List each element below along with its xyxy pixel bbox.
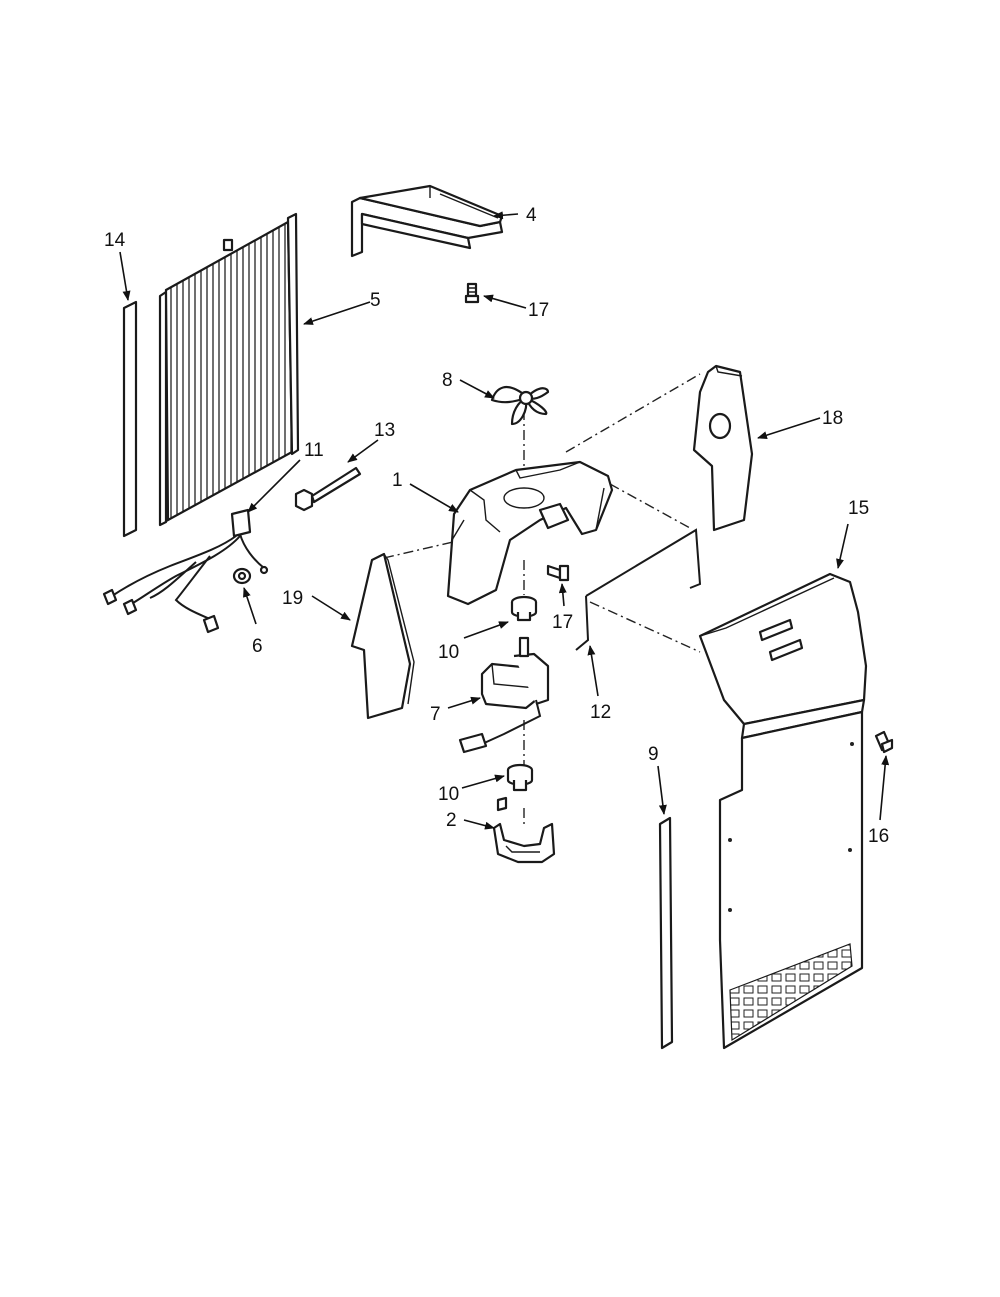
part-8-fan-blade: [490, 385, 550, 426]
part-4-top-cover: [350, 184, 504, 258]
part-13-thermistor: [294, 466, 362, 512]
label-part-9: 9: [648, 744, 659, 765]
label-part-17-top: 17: [528, 300, 549, 321]
part-11-wire-harness: [102, 508, 269, 634]
label-part-10-lower: 10: [438, 784, 459, 805]
label-part-18: 18: [822, 408, 843, 429]
label-part-8: 8: [442, 370, 453, 391]
part-7-fan-motor: [458, 636, 550, 754]
part-18-right-baffle: [692, 364, 754, 532]
label-part-5: 5: [370, 290, 381, 311]
label-part-19: 19: [282, 588, 303, 609]
label-part-16: 16: [868, 826, 889, 847]
label-part-7: 7: [430, 704, 441, 725]
label-part-11: 11: [304, 440, 324, 461]
label-part-13: 13: [374, 420, 395, 441]
part-12-retainer-wire: [575, 528, 702, 651]
label-part-4: 4: [526, 205, 537, 226]
part-9-gasket-strip: [658, 816, 674, 1050]
part-17-screw-top: [464, 282, 480, 304]
label-part-1: 1: [392, 470, 403, 491]
part-1-fan-housing: [446, 460, 614, 606]
part-16-screw: [874, 730, 894, 754]
part-17-screw-mid: [546, 564, 570, 582]
part-labels: 14 5 4 17 8 18 13 1 11 15 19 6 17 10 12 …: [104, 205, 889, 847]
part-14-gasket-strip: [122, 300, 138, 538]
label-part-2: 2: [446, 810, 457, 831]
label-part-14: 14: [104, 230, 126, 251]
part-5-condenser: [158, 212, 300, 527]
alignment-lines: [383, 373, 701, 825]
label-part-12: 12: [590, 702, 611, 723]
label-part-10-upper: 10: [438, 642, 459, 663]
part-10-bushing-upper: [510, 595, 538, 622]
part-2-motor-bracket: [492, 796, 556, 864]
part-6-grommet: [232, 567, 252, 585]
label-part-6: 6: [252, 636, 263, 657]
part-19-left-baffle: [350, 552, 415, 720]
part-10-bushing-lower: [506, 763, 534, 792]
part-15-rear-panel: [698, 572, 868, 1050]
label-part-15: 15: [848, 498, 869, 519]
leader-lines: [119, 211, 890, 830]
label-part-17-mid: 17: [552, 612, 573, 633]
